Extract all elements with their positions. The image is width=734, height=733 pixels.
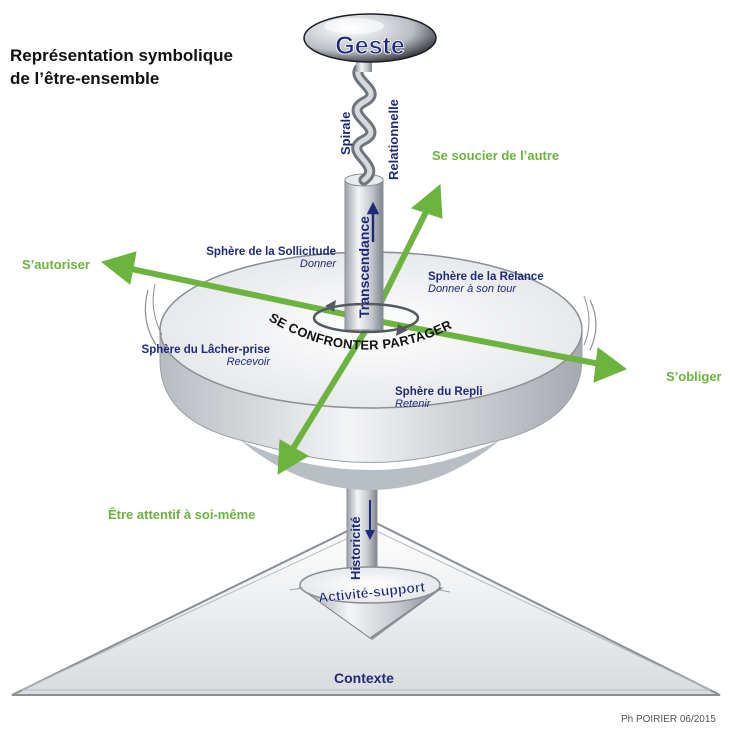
axis-label-etre-attentif: Être attentif à soi-même	[108, 507, 256, 522]
title-line-2: de l’être-ensemble	[10, 69, 160, 88]
relational-spiral	[351, 59, 377, 186]
activite-support-cone	[298, 566, 444, 640]
transcendance-label: Transcendance	[356, 216, 372, 318]
rotation-ring	[312, 300, 420, 336]
sphere-sollicitude: Sphère de la Sollicitude Donner	[186, 246, 336, 270]
sphere-repli-name: Sphère du Repli	[395, 386, 483, 398]
sphere-lacher-prise-verb: Recevoir	[226, 356, 270, 368]
green-axes	[100, 183, 628, 475]
sphere-repli-verb: Retenir	[395, 398, 431, 410]
geste-cap	[303, 13, 437, 72]
axis-label-s-autoriser: S’autoriser	[22, 257, 90, 272]
sphere-sollicitude-name: Sphère de la Sollicitude	[206, 246, 336, 258]
historicite-label: Historicité	[348, 516, 363, 580]
sphere-repli: Sphère du Repli Retenir	[395, 386, 483, 410]
sphere-relance-name: Sphère de la Relance	[428, 271, 544, 283]
spirale-label: Spirale	[338, 112, 353, 155]
sphere-sollicitude-verb: Donner	[299, 258, 336, 270]
title-line-1: Représentation symbolique	[10, 46, 233, 65]
relationnelle-label: Relationnelle	[386, 99, 401, 180]
sphere-relance-verb: Donner à son tour	[428, 283, 517, 295]
sphere-lacher-prise-name: Sphère du Lâcher-prise	[141, 344, 270, 356]
sphere-lacher-prise: Sphère du Lâcher-prise Recevoir	[120, 344, 270, 368]
credit-text: Ph POIRIER 06/2015	[620, 714, 716, 725]
axis-label-s-obliger: S’obliger	[666, 369, 722, 384]
diagram-title: Représentation symbolique de l’être-ense…	[10, 44, 233, 90]
axis-label-se-soucier: Se soucier de l’autre	[432, 148, 560, 163]
historicite-pillar	[346, 477, 378, 574]
contexte-label: Contexte	[334, 670, 394, 686]
sphere-relance: Sphère de la Relance Donner à son tour	[428, 271, 544, 295]
geste-label: Geste	[335, 32, 405, 60]
